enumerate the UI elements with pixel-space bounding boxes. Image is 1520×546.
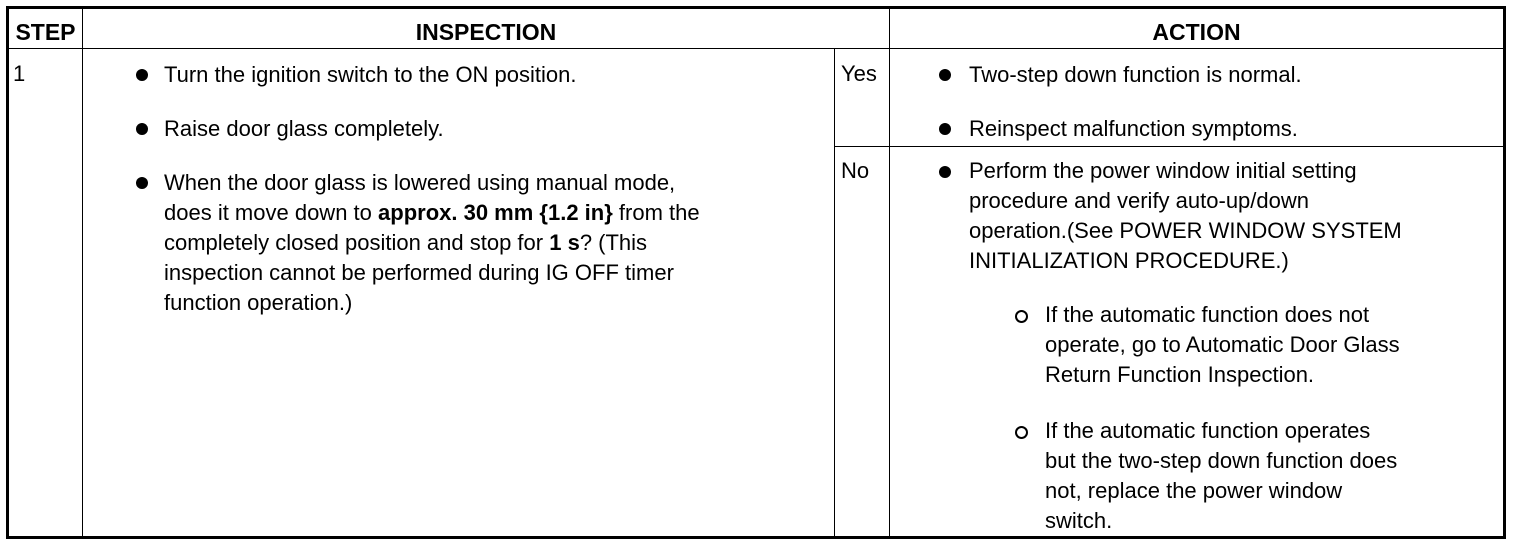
no-sub-action: If the automatic function operates but t… <box>1045 416 1495 536</box>
no-sub-action: If the automatic function does not opera… <box>1045 300 1495 390</box>
no-action: Perform the power window initial setting… <box>969 156 1499 276</box>
no-action-line: INITIALIZATION PROCEDURE.) <box>969 248 1289 273</box>
bullet-icon <box>136 69 148 81</box>
divider-inspection <box>834 49 835 536</box>
sub-action-line: If the automatic function operates <box>1045 418 1371 443</box>
step-number: 1 <box>13 61 26 86</box>
question-line: does it move down to approx. 30 mm {1.2 … <box>164 200 700 225</box>
bullet-icon <box>136 123 148 135</box>
no-action-line: operation.(See POWER WINDOW SYSTEM <box>969 218 1402 243</box>
sub-action-line: not, replace the power window <box>1045 478 1343 503</box>
no-label: No <box>841 158 870 183</box>
sub-action-line: switch. <box>1045 508 1113 533</box>
header-action: ACTION <box>1152 19 1241 45</box>
bullet-icon <box>939 166 951 178</box>
divider-action <box>889 9 890 536</box>
inspection-item: Turn the ignition switch to the ON posit… <box>164 62 577 87</box>
question-line: When the door glass is lowered using man… <box>164 170 676 195</box>
no-action-line: procedure and verify auto-up/down <box>969 188 1309 213</box>
yes-action: Reinspect malfunction symptoms. <box>969 116 1298 141</box>
header-inspection: INSPECTION <box>415 19 557 45</box>
sub-bullet-icon <box>1015 310 1028 323</box>
inspection-question: When the door glass is lowered using man… <box>164 168 824 318</box>
time-value: 1 s <box>549 230 580 255</box>
sub-action-line: If the automatic function does not <box>1045 302 1370 327</box>
yes-no-divider <box>834 146 1503 147</box>
inspection-table: STEP INSPECTION ACTION 1 Turn the igniti… <box>6 6 1506 539</box>
yes-label: Yes <box>841 61 877 86</box>
header-step: STEP <box>15 19 76 45</box>
question-line: function operation.) <box>164 290 353 315</box>
header-divider <box>9 48 1503 49</box>
yes-action: Two-step down function is normal. <box>969 62 1302 87</box>
no-action-line: Perform the power window initial setting <box>969 158 1357 183</box>
inspection-item: Raise door glass completely. <box>164 116 444 141</box>
sub-action-line: operate, go to Automatic Door Glass <box>1045 332 1400 357</box>
divider-step <box>82 9 83 536</box>
sub-action-line: Return Function Inspection. <box>1045 362 1315 387</box>
measurement-value: approx. 30 mm {1.2 in} <box>378 200 613 225</box>
bullet-icon <box>136 177 148 189</box>
bullet-icon <box>939 69 951 81</box>
question-line: inspection cannot be performed during IG… <box>164 260 674 285</box>
bullet-icon <box>939 123 951 135</box>
sub-action-line: but the two-step down function does <box>1045 448 1398 473</box>
sub-bullet-icon <box>1015 426 1028 439</box>
question-line: completely closed position and stop for … <box>164 230 648 255</box>
